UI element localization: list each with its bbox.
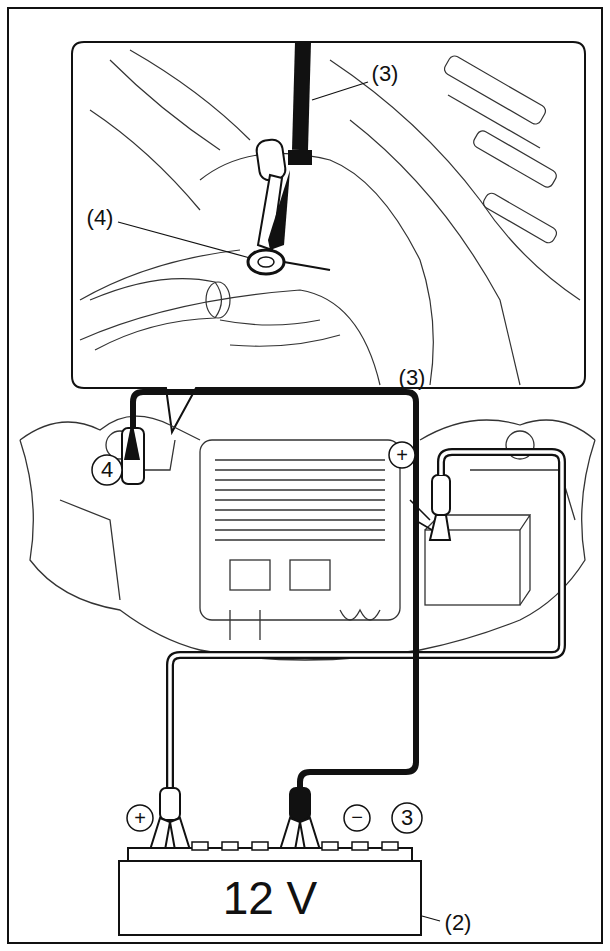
callout-label: 4 (101, 459, 113, 481)
callout-label: (3) (399, 367, 426, 389)
callout-label: + (134, 808, 146, 828)
callout-label: − (351, 807, 363, 827)
callout-label: + (396, 445, 408, 465)
callout-label: (4) (87, 207, 114, 229)
callout-label: (2) (445, 912, 472, 934)
battery-box: 12 V (118, 860, 422, 936)
callout-label: (3) (372, 63, 399, 85)
battery-voltage: 12 V (223, 875, 318, 921)
callout-label: 3 (401, 807, 413, 829)
